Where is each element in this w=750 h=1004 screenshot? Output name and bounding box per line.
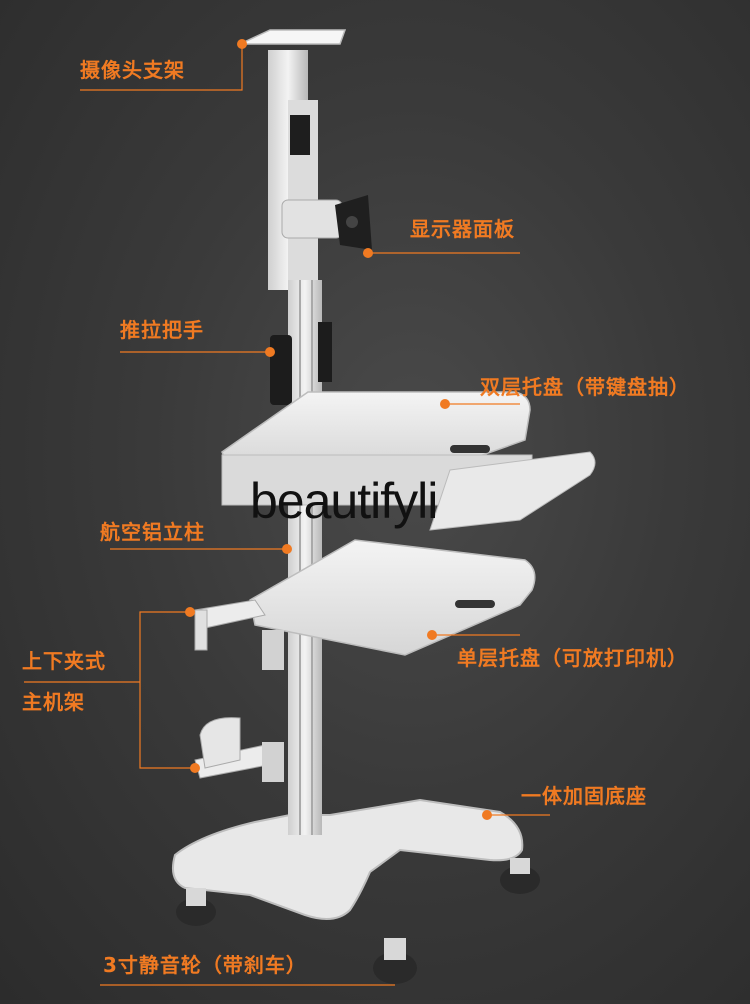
camera-plate-shape: [239, 29, 347, 45]
label-base: 一体加固底座: [521, 784, 647, 808]
label-camera-mount: 摄像头支架: [80, 58, 185, 82]
label-casters: 3寸静音轮（带刹车）: [103, 953, 307, 977]
label-clamp-host-line1: 上下夹式: [22, 649, 106, 673]
label-double-tray: 双层托盘（带键盘抽）: [480, 375, 690, 399]
callout-lines: [24, 44, 550, 986]
aluminum-column-shape: [268, 50, 322, 835]
label-clamp-host-line2: 主机架: [22, 690, 85, 714]
callout-dots: [185, 39, 492, 820]
double-tray-shape: [221, 391, 596, 531]
label-single-tray: 单层托盘（可放打印机）: [457, 646, 688, 670]
watermark-text: beautifyli: [250, 473, 438, 529]
monitor-bracket-shape: [281, 195, 372, 250]
host-clamp-shape: [194, 599, 284, 782]
push-handle-shape: [270, 322, 332, 405]
label-aluminum-column: 航空铝立柱: [100, 520, 205, 544]
label-monitor-panel: 显示器面板: [410, 217, 515, 241]
cart-base: [172, 798, 540, 984]
label-push-handle: 推拉把手: [120, 318, 204, 342]
single-tray-shape: [249, 539, 536, 656]
